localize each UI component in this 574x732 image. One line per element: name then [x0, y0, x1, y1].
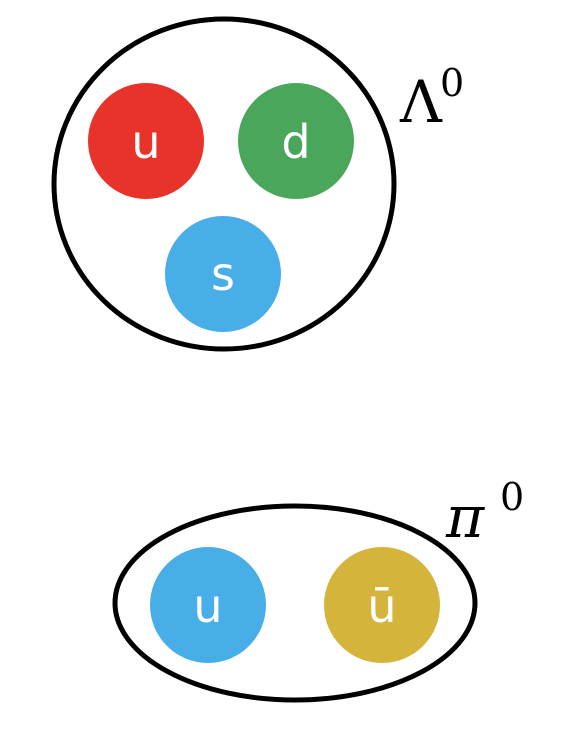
pion-quark-anti-u: ū: [324, 547, 440, 663]
pion-meson: u ū π 0: [112, 475, 524, 703]
pion-quark-u: u: [150, 547, 266, 663]
quark-d-label: d: [281, 115, 310, 169]
lambda-symbol: Λ: [399, 68, 443, 136]
lambda-charge: 0: [440, 61, 464, 105]
lambda-quark-s: s: [165, 216, 281, 332]
lambda-quark-d: d: [238, 83, 354, 199]
pion-boundary: [112, 503, 478, 703]
pion-charge: 0: [500, 475, 524, 519]
quark-anti-u-circle: [324, 547, 440, 663]
quark-u-circle: [88, 83, 204, 199]
quark-u-label: u: [131, 115, 160, 169]
quark-u-label: u: [193, 579, 222, 633]
lambda-boundary: [51, 16, 397, 352]
lambda-quark-u: u: [88, 83, 204, 199]
quark-d-circle: [238, 83, 354, 199]
quark-u-circle: [150, 547, 266, 663]
quark-s-circle: [165, 216, 281, 332]
lambda-baryon: u d s Λ 0: [51, 16, 464, 352]
quark-s-label: s: [211, 247, 235, 301]
quark-anti-u-label: ū: [367, 579, 396, 633]
pion-symbol: π: [445, 483, 485, 551]
